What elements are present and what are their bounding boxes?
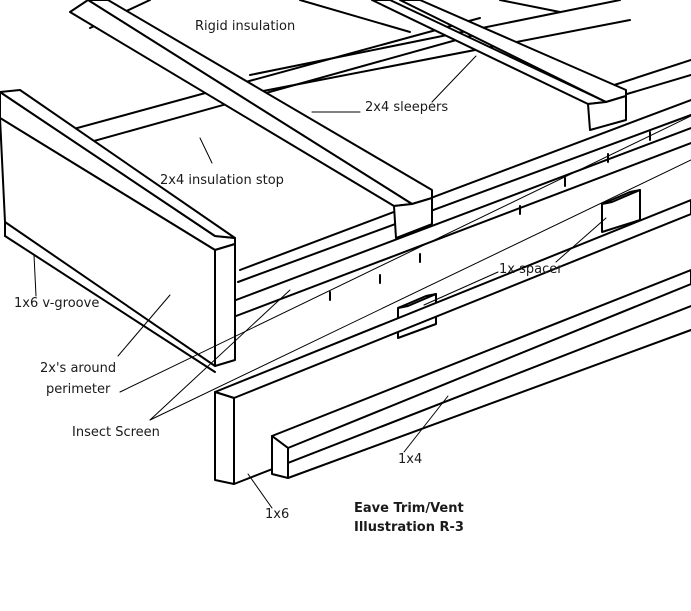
label-1x6: 1x6 xyxy=(265,507,289,522)
label-spacer: 1x spacer xyxy=(499,262,563,277)
rigid-insulation-panel xyxy=(69,0,691,317)
sleeper-front xyxy=(69,0,433,239)
perimeter-framing xyxy=(0,89,236,373)
label-vgroove: 1x6 v-groove xyxy=(14,296,99,311)
caption-title: Eave Trim/Vent xyxy=(354,501,464,516)
label-rigid-insulation: Rigid insulation xyxy=(195,19,295,34)
label-insulation-stop: 2x4 insulation stop xyxy=(160,173,284,188)
trim-board-1x6 xyxy=(214,199,691,485)
caption-subtitle: Illustration R-3 xyxy=(354,520,464,535)
sleeper-back xyxy=(371,0,627,131)
trim-board-1x4 xyxy=(271,269,691,479)
label-1x4: 1x4 xyxy=(398,452,422,467)
label-insect-screen: Insect Screen xyxy=(72,425,160,440)
label-sleepers: 2x4 sleepers xyxy=(365,100,448,115)
label-perimeter-line2: perimeter xyxy=(46,382,111,397)
leader-lines xyxy=(33,55,607,509)
insect-screen xyxy=(119,115,691,421)
label-perimeter-line1: 2x's around xyxy=(40,361,116,376)
